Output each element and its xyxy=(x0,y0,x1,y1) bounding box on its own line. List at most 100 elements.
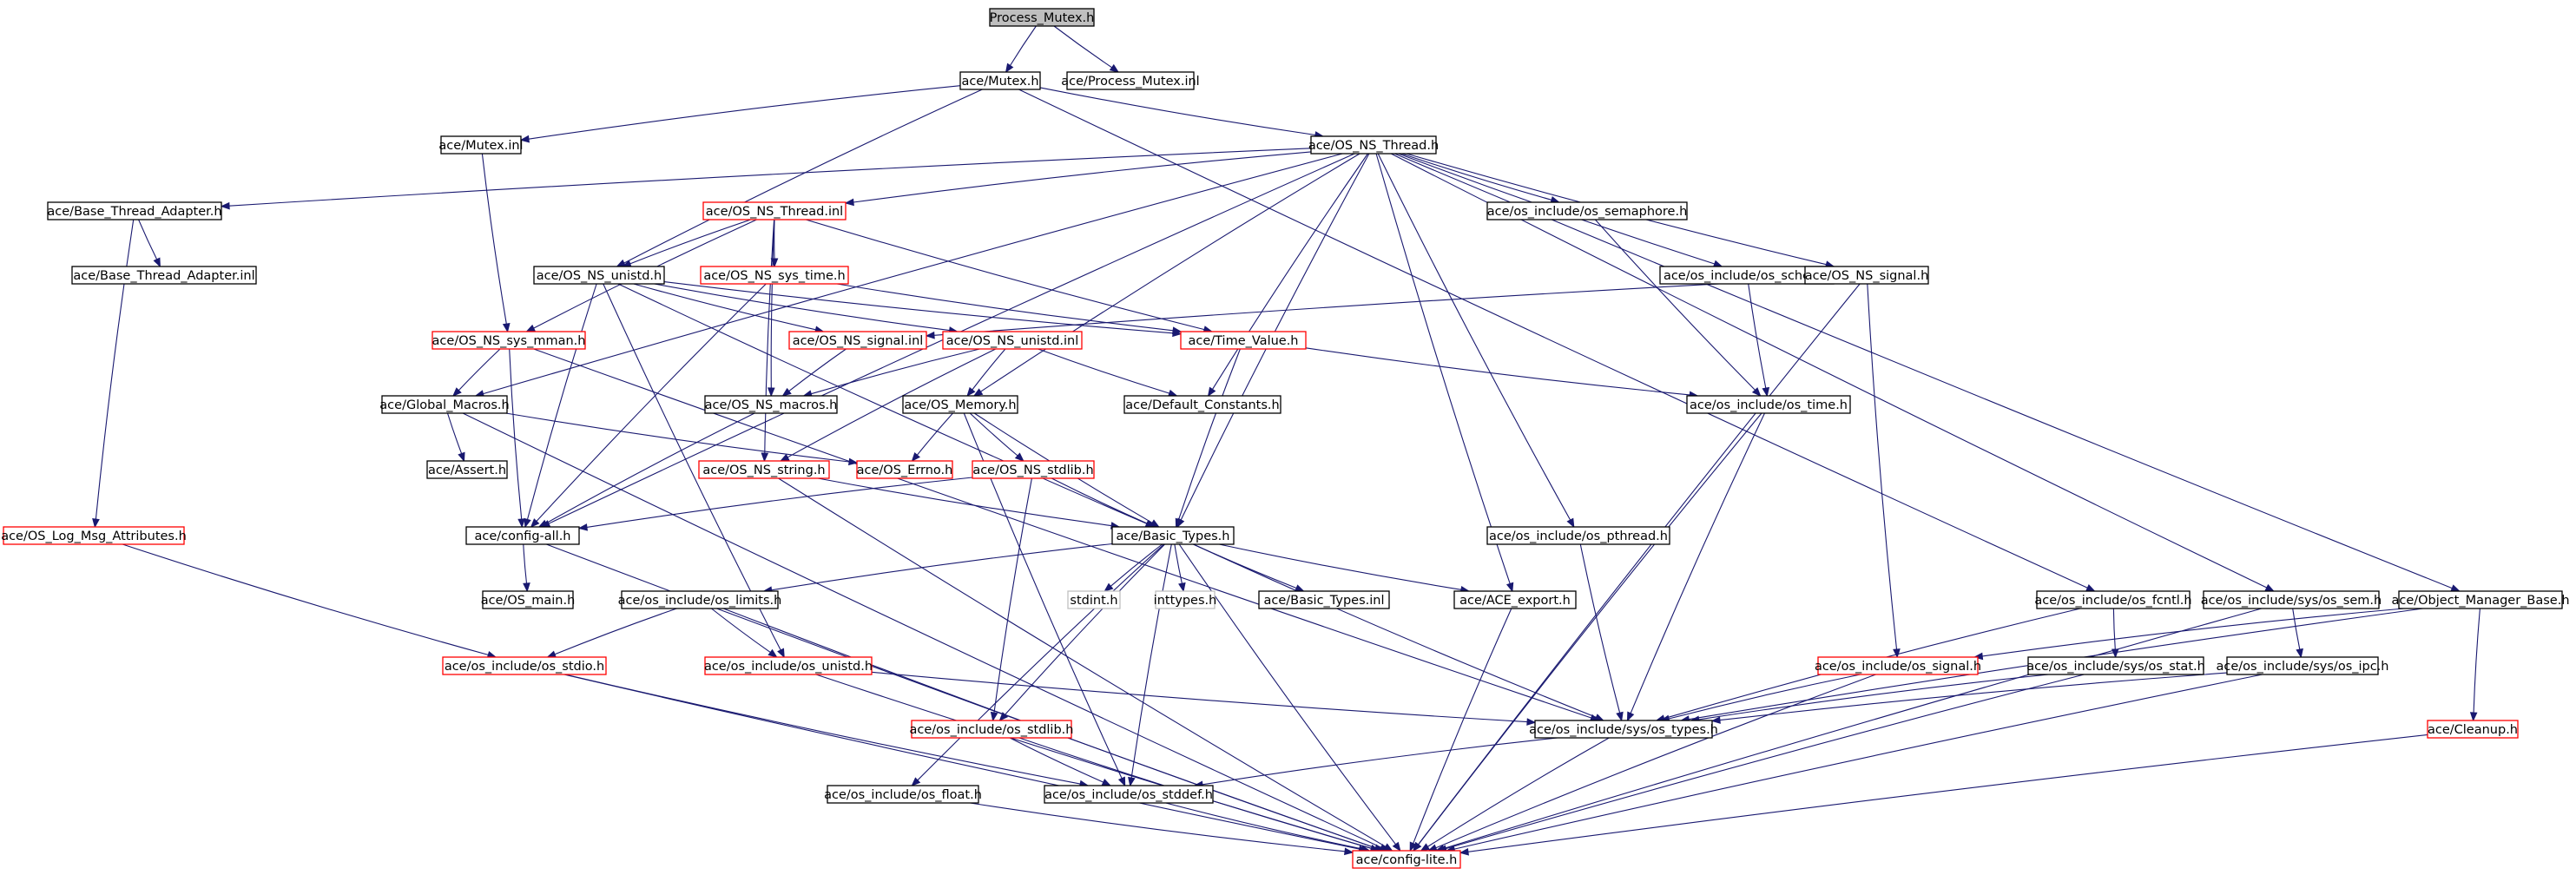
node-basic-types-inl[interactable]: ace/Basic_Types.inl xyxy=(1258,590,1390,609)
node-box xyxy=(959,71,1041,90)
node-label: Process_Mutex.h xyxy=(990,11,1095,25)
node-os-main-h[interactable]: ace/OS_main.h xyxy=(481,590,576,609)
node-box xyxy=(482,590,574,609)
node-label: ace/OS_Errno.h xyxy=(857,464,953,477)
edge-os_ns_thread_h-to-default_constants_h xyxy=(1207,153,1368,398)
edge-object_manager_base_h-to-os_signal_h xyxy=(1973,608,2404,661)
node-stdint-h[interactable]: stdint.h xyxy=(1067,590,1121,609)
node-os-fcntl-h[interactable]: ace/os_include/os_fcntl.h xyxy=(2034,590,2192,609)
edge-os_ns_thread_h-to-ace_export_h xyxy=(1375,153,1514,593)
edge-os_ns_thread_h-to-os_ns_thread_inl xyxy=(844,151,1312,207)
edge-mutex_inl-to-os_ns_sys_mman_h xyxy=(481,153,511,333)
node-os-ns-macros-h[interactable]: ace/OS_NS_macros.h xyxy=(704,395,838,414)
node-config-lite-h[interactable]: ace/config-lite.h xyxy=(1352,850,1461,869)
node-label: ace/os_include/sys/os_sem.h xyxy=(2201,594,2382,608)
node-process-mutex-inl[interactable]: ace/Process_Mutex.inl xyxy=(1061,71,1200,90)
node-os-log-msg-attributes-h[interactable]: ace/OS_Log_Msg_Attributes.h xyxy=(1,526,187,545)
node-os-sched-h[interactable]: ace/os_include/os_sched.h xyxy=(1659,266,1835,285)
node-label: ace/OS_main.h xyxy=(481,594,576,608)
edge-basic_types_h-to-os_float_h xyxy=(911,543,1164,786)
edge-base_thread_adapter_h-to-os_log_msg_attributes_h xyxy=(92,219,135,529)
edge-os_ns_thread_inl-to-os_ns_unistd_h xyxy=(622,219,751,267)
node-os-ns-thread-h[interactable]: ace/OS_NS_Thread.h xyxy=(1308,135,1439,155)
node-os-ns-sys-mman-h[interactable]: ace/OS_NS_sys_mman.h xyxy=(432,331,586,350)
node-box xyxy=(2036,590,2191,609)
edge-os_ns_unistd_h-to-os_ns_unistd_inl xyxy=(654,283,959,334)
node-box xyxy=(942,331,1083,350)
node-cleanup-h[interactable]: ace/Cleanup.h xyxy=(2427,720,2519,739)
node-ace-export-h[interactable]: ace/ACE_export.h xyxy=(1453,590,1577,609)
edge-process_mutex_h-to-process_mutex_inl xyxy=(1053,25,1120,73)
edge-ace_export_h-to-config_lite_h xyxy=(1409,608,1512,852)
edge-os_ns_thread_h-to-base_thread_adapter_h xyxy=(220,148,1312,210)
edge-config_all_h-to-config_lite_h xyxy=(546,543,1384,852)
node-box xyxy=(911,720,1072,739)
node-box xyxy=(698,460,830,479)
node-mutex-inl[interactable]: ace/Mutex.inl xyxy=(438,135,524,155)
edge-os_ns_sys_time_h-to-config_all_h xyxy=(530,283,767,528)
node-os-signal-h[interactable]: ace/os_include/os_signal.h xyxy=(1815,656,1981,675)
node-os-memory-h[interactable]: ace/OS_Memory.h xyxy=(902,395,1018,414)
node-inttypes-h[interactable]: inttypes.h xyxy=(1154,590,1217,609)
node-os-ns-signal-inl[interactable]: ace/OS_NS_signal.inl xyxy=(788,331,927,350)
edge-os_ns_signal_inl-to-os_ns_macros_h xyxy=(781,348,847,397)
node-label: ace/OS_Log_Msg_Attributes.h xyxy=(1,530,187,543)
node-os-stdlib-h[interactable]: ace/os_include/os_stdlib.h xyxy=(910,720,1074,739)
node-os-ns-string-h[interactable]: ace/OS_NS_string.h xyxy=(698,460,830,479)
node-label: ace/Assert.h xyxy=(428,464,506,477)
node-os-sem-h[interactable]: ace/os_include/sys/os_sem.h xyxy=(2201,590,2382,609)
node-os-ns-signal-h[interactable]: ace/OS_NS_signal.h xyxy=(1804,266,1929,285)
node-global-macros-h[interactable]: ace/Global_Macros.h xyxy=(379,395,510,414)
node-box xyxy=(426,460,508,479)
edge-object_manager_base_h-to-cleanup_h xyxy=(2469,608,2480,722)
node-box xyxy=(704,395,838,414)
node-assert-h[interactable]: ace/Assert.h xyxy=(426,460,508,479)
edge-os_sem_h-to-os_ipc_h xyxy=(2292,608,2303,659)
node-os-stdio-h[interactable]: ace/os_include/os_stdio.h xyxy=(442,656,607,675)
node-label: ace/os_include/os_sched.h xyxy=(1664,269,1830,283)
edge-basic_types_h-to-os_limits_h xyxy=(762,543,1113,595)
node-label: ace/Default_Constants.h xyxy=(1125,398,1279,412)
node-mutex-h[interactable]: ace/Mutex.h xyxy=(959,71,1041,90)
node-label: ace/OS_NS_sys_mman.h xyxy=(432,334,586,348)
edge-os_ns_sys_mman_h-to-global_macros_h xyxy=(452,348,501,397)
node-os-ns-sys-time-h[interactable]: ace/OS_NS_sys_time.h xyxy=(700,266,849,285)
node-os-float-h[interactable]: ace/os_include/os_float.h xyxy=(824,785,982,804)
edge-os_log_msg_attributes_h-to-os_stdio_h xyxy=(122,543,497,659)
node-base-thread-adapter-h[interactable]: ace/Base_Thread_Adapter.h xyxy=(47,201,222,220)
node-os-time-h[interactable]: ace/os_include/os_time.h xyxy=(1686,395,1851,414)
node-box xyxy=(972,460,1095,479)
node-os-ipc-h[interactable]: ace/os_include/sys/os_ipc.h xyxy=(2216,656,2389,675)
edge-basic_types_h-to-inttypes_h xyxy=(1174,543,1186,593)
node-config-all-h[interactable]: ace/config-all.h xyxy=(465,526,580,545)
node-os-ns-thread-inl[interactable]: ace/OS_NS_Thread.inl xyxy=(702,201,847,220)
node-os-ns-unistd-inl[interactable]: ace/OS_NS_unistd.inl xyxy=(942,331,1083,350)
node-time-value-h[interactable]: ace/Time_Value.h xyxy=(1180,331,1307,350)
node-os-pthread-h[interactable]: ace/os_include/os_pthread.h xyxy=(1486,526,1670,545)
node-os-errno-h[interactable]: ace/OS_Errno.h xyxy=(856,460,953,479)
node-object-manager-base-h[interactable]: ace/Object_Manager_Base.h xyxy=(2391,590,2570,609)
node-default-constants-h[interactable]: ace/Default_Constants.h xyxy=(1123,395,1281,414)
edge-os_ipc_h-to-config_lite_h xyxy=(1445,674,2263,853)
node-process-mutex-h[interactable]: Process_Mutex.h xyxy=(989,8,1095,27)
node-os-ns-stdlib-h[interactable]: ace/OS_NS_stdlib.h xyxy=(972,460,1095,479)
node-os-ns-unistd-h[interactable]: ace/OS_NS_unistd.h xyxy=(533,266,665,285)
node-box xyxy=(700,266,849,285)
node-box xyxy=(1044,785,1214,804)
edge-os_fcntl_h-to-os_stat_h xyxy=(2111,608,2119,659)
node-base-thread-adapter-inl[interactable]: ace/Base_Thread_Adapter.inl xyxy=(71,266,257,285)
node-os-types-h[interactable]: ace/os_include/sys/os_types.h xyxy=(1529,720,1718,739)
node-label: ace/Global_Macros.h xyxy=(379,398,509,412)
node-os-limits-h[interactable]: ace/os_include/os_limits.h xyxy=(618,590,782,609)
node-box xyxy=(2027,656,2204,675)
node-basic-types-h[interactable]: ace/Basic_Types.h xyxy=(1111,526,1235,545)
edge-os_ns_thread_inl-to-os_ns_string_h xyxy=(761,219,775,463)
node-os-stddef-h[interactable]: ace/os_include/os_stddef.h xyxy=(1044,785,1214,804)
node-os-unistd-h[interactable]: ace/os_include/os_unistd.h xyxy=(704,656,873,675)
edge-os_ns_stdlib_h-to-config_all_h xyxy=(577,477,973,531)
node-box xyxy=(1817,656,1979,675)
node-os-stat-h[interactable]: ace/os_include/sys/os_stat.h xyxy=(2026,656,2205,675)
node-label: ace/os_include/os_fcntl.h xyxy=(2034,594,2191,608)
node-os-semaphore-h[interactable]: ace/os_include/os_semaphore.h xyxy=(1486,201,1688,220)
